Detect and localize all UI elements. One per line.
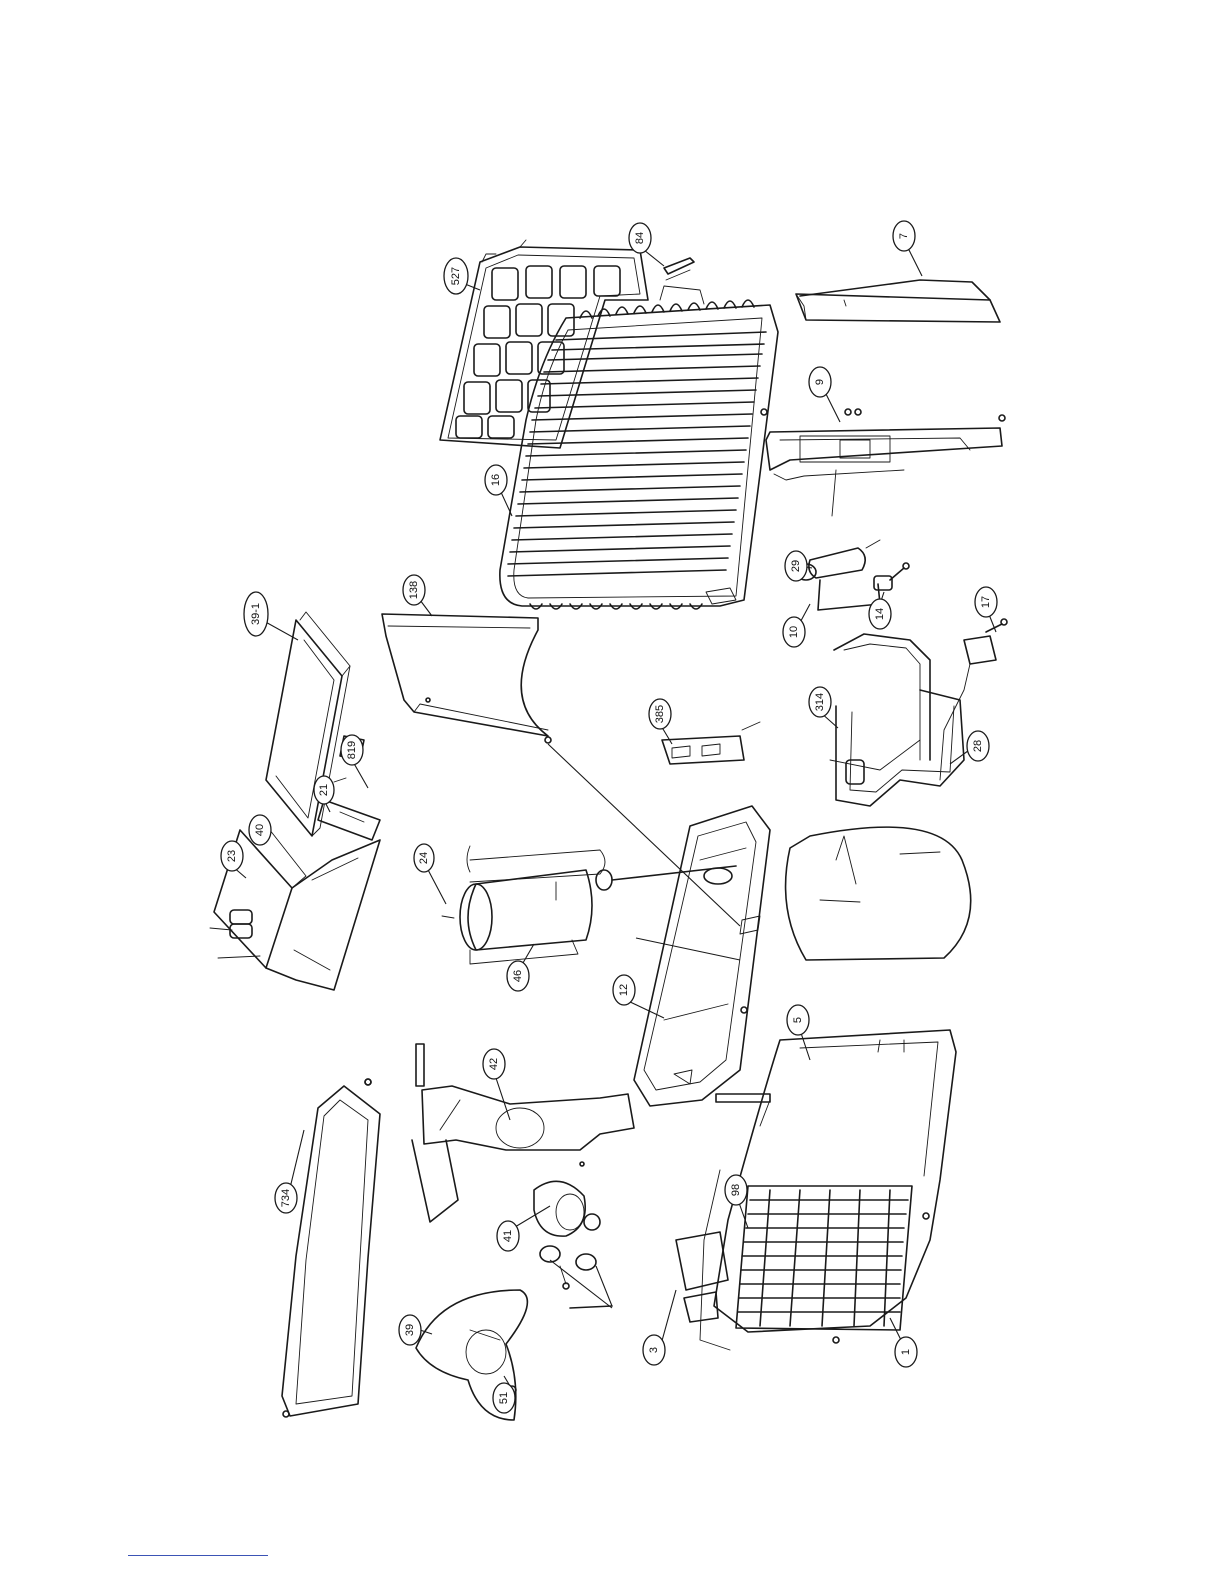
callout-5: 5: [787, 1005, 809, 1035]
callout-number: 39-1: [250, 603, 262, 625]
part-734-frame: [282, 1079, 380, 1417]
callout-17: 17: [975, 587, 997, 617]
callout-number: 7: [898, 233, 910, 239]
callout-527: 527: [444, 258, 468, 294]
callout-number: 734: [280, 1189, 292, 1207]
callout-7: 7: [893, 221, 915, 251]
part-39-1-top-cover: [266, 612, 350, 836]
part-527-guard-grid: [440, 240, 648, 448]
callout-number: 314: [814, 693, 826, 711]
part-5-front-panel: [714, 1030, 956, 1332]
callout-1: 1: [895, 1337, 917, 1367]
part-385-bracket: [662, 722, 760, 764]
part-9-control-panel: [761, 409, 1005, 516]
callout-42: 42: [483, 1049, 505, 1079]
callout-number: 9: [814, 379, 826, 385]
callout-number: 51: [498, 1392, 510, 1404]
callout-number: 28: [972, 740, 984, 752]
callout-819: 819: [341, 735, 363, 765]
callout-number: 46: [512, 970, 524, 982]
part-138-partition: [382, 614, 551, 743]
part-1-98-front-grille: [676, 1170, 929, 1350]
callout-number: 29: [790, 560, 802, 572]
callout-98: 98: [725, 1175, 747, 1205]
callout-46: 46: [507, 961, 529, 991]
callout-number: 14: [874, 608, 886, 620]
callout-9: 9: [809, 367, 831, 397]
callout-number: 17: [980, 596, 992, 608]
callout-number: 42: [488, 1058, 500, 1070]
callout-number: 3: [648, 1347, 660, 1353]
callout-number: 527: [450, 267, 462, 285]
callout-number: 819: [346, 741, 358, 759]
callout-138: 138: [403, 575, 425, 605]
part-29-10-14-valve-assembly: [796, 540, 909, 610]
footer-rule: [128, 1555, 268, 1556]
callout-14: 14: [869, 599, 891, 629]
callout-40: 40: [249, 815, 271, 845]
part-cover-sheet: [786, 827, 971, 960]
callout-385: 385: [649, 699, 671, 729]
callout-number: 41: [502, 1230, 514, 1242]
callout-3: 3: [643, 1335, 665, 1365]
callout-39-1: 39-1: [244, 592, 268, 636]
callout-10: 10: [783, 617, 805, 647]
callout-number: 16: [490, 474, 502, 486]
callout-29: 29: [785, 551, 807, 581]
part-12-base-pan: [634, 806, 770, 1106]
callout-734: 734: [275, 1183, 297, 1213]
part-41-fan-motor: [534, 1181, 612, 1308]
callout-number: 39: [404, 1324, 416, 1336]
part-84-bracket: [664, 258, 694, 280]
callout-number: 84: [634, 232, 646, 244]
callout-314: 314: [809, 687, 831, 717]
callout-12: 12: [613, 975, 635, 1005]
callout-51: 51: [493, 1383, 515, 1413]
callout-number: 5: [792, 1017, 804, 1023]
callout-number: 98: [730, 1184, 742, 1196]
callout-16: 16: [485, 465, 507, 495]
callout-number: 23: [226, 850, 238, 862]
callout-number: 40: [254, 824, 266, 836]
callout-number: 10: [788, 626, 800, 638]
callout-21: 21: [314, 776, 334, 804]
callout-24: 24: [414, 844, 434, 872]
callout-39: 39: [399, 1315, 421, 1345]
callout-number: 1: [900, 1349, 912, 1355]
callout-number: 138: [408, 581, 420, 599]
part-7-side-panel: [796, 280, 1000, 322]
callout-23: 23: [221, 841, 243, 871]
callout-number: 24: [418, 852, 430, 864]
callout-number: 12: [618, 984, 630, 996]
callout-number: 385: [654, 705, 666, 723]
callout-84: 84: [629, 223, 651, 253]
part-314-28-piping: [830, 634, 964, 806]
callout-28: 28: [967, 731, 989, 761]
callout-number: 21: [318, 784, 330, 796]
callout-41: 41: [497, 1221, 519, 1251]
